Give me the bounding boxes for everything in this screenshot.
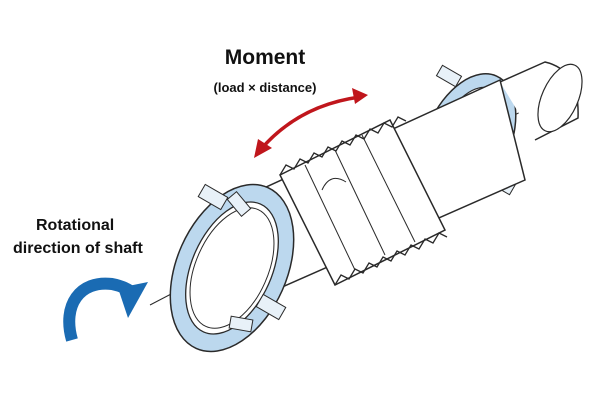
rotation-label-line1: Rotational xyxy=(36,217,115,234)
rotation-label-line2: direction of shaft xyxy=(13,240,143,257)
moment-subtitle: (load × distance) xyxy=(213,80,317,95)
moment-title: Moment xyxy=(224,46,306,69)
gear xyxy=(278,116,448,287)
curved-double-arrow-icon xyxy=(254,88,368,158)
left-bearing xyxy=(169,183,295,353)
right-shaft-end xyxy=(499,61,583,141)
curved-rotation-arrow-icon xyxy=(63,277,148,342)
